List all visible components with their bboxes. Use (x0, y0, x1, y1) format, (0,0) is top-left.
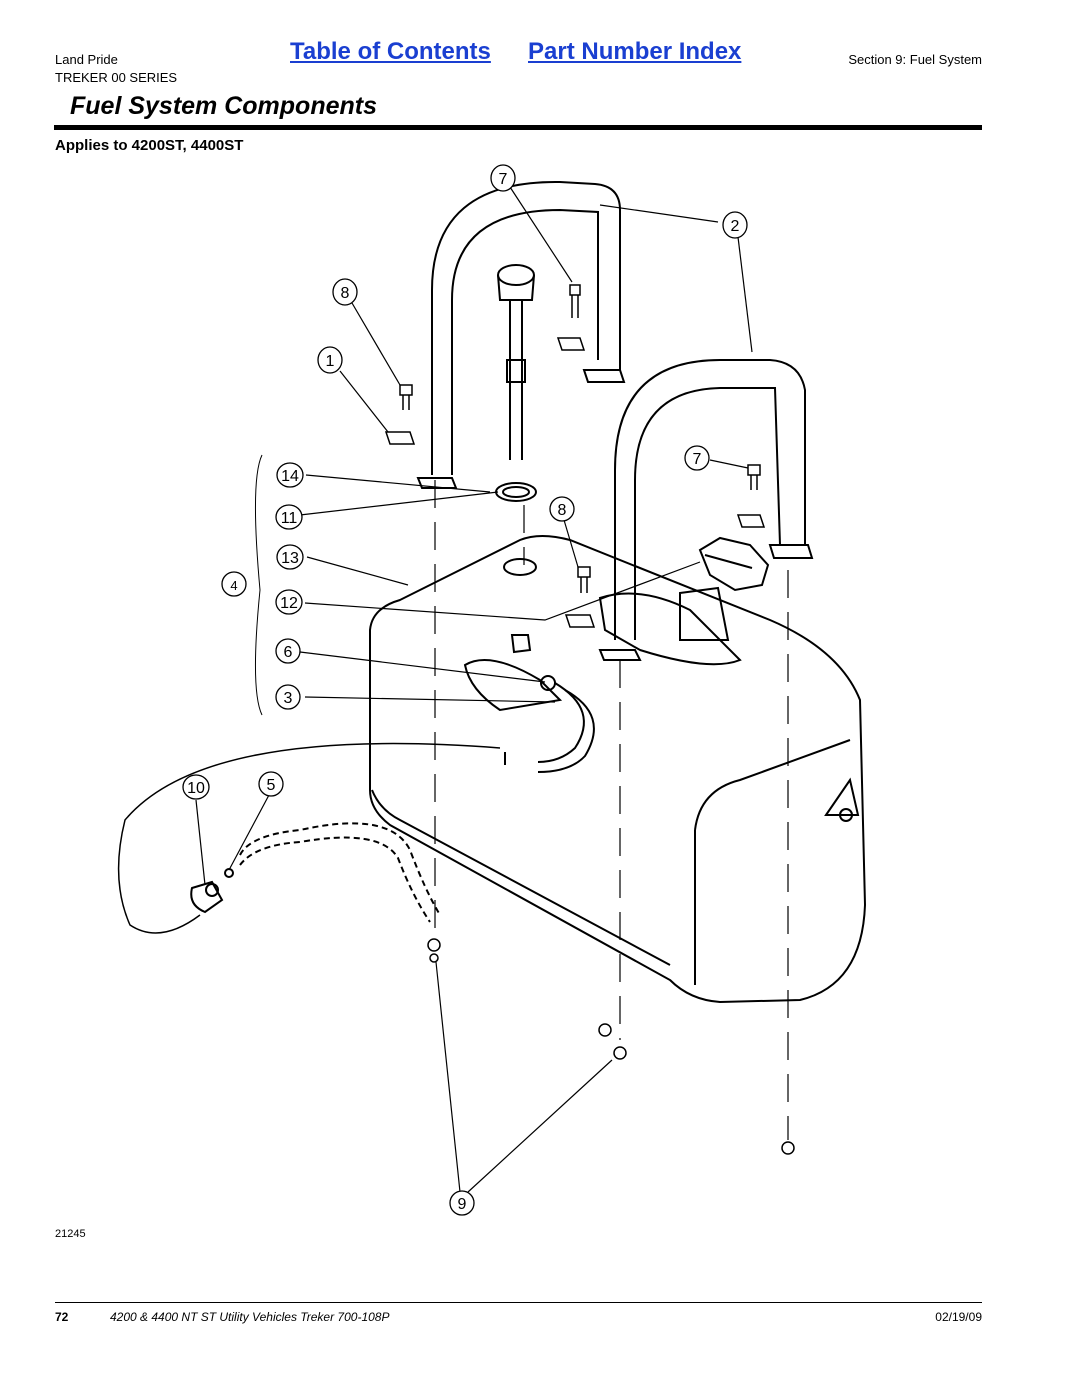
callout-4: 4 (230, 578, 237, 593)
callout-9: 9 (458, 1196, 467, 1213)
section-label: Section 9: Fuel System (848, 52, 982, 67)
callout-13: 13 (281, 550, 299, 567)
fuel-tank (369, 535, 867, 1004)
callout-7-front: 7 (693, 451, 702, 468)
assembly-centerlines (434, 480, 789, 1140)
callout-circles (182, 164, 748, 1216)
callout-6: 6 (284, 644, 293, 661)
rear-tank-strap (416, 180, 626, 489)
revision-date: 02/19/09 (935, 1310, 982, 1324)
footer-rule (55, 1302, 982, 1303)
front-tank-strap (598, 359, 814, 661)
fuel-hose (117, 682, 595, 934)
callout-5: 5 (267, 777, 276, 794)
page-title: Fuel System Components (70, 92, 377, 120)
hardware-nuts (427, 938, 795, 1155)
callout-14: 14 (281, 468, 299, 485)
part-number-index-link[interactable]: Part Number Index (528, 38, 742, 65)
applies-to-label: Applies to 4200ST, 4400ST (55, 137, 244, 154)
table-of-contents-link[interactable]: Table of Contents (290, 38, 491, 65)
series-name: TREKER 00 SERIES (55, 70, 178, 85)
manual-title: 4200 & 4400 NT ST Utility Vehicles Treke… (110, 1310, 390, 1324)
callout-1: 1 (326, 353, 335, 370)
page-number: 72 (55, 1310, 69, 1324)
callout-2: 2 (731, 218, 740, 235)
fuel-cap (698, 536, 770, 592)
callout-8-top: 8 (341, 285, 350, 302)
hardware-bolts (384, 284, 766, 628)
callout-8-front: 8 (558, 502, 567, 519)
drawing-number: 21245 (55, 1228, 86, 1240)
brand-name: Land Pride (55, 52, 118, 67)
callout-12: 12 (280, 595, 298, 612)
callout-10: 10 (187, 780, 205, 797)
callout-11: 11 (281, 510, 298, 527)
fuel-sender (495, 264, 537, 502)
callout-3: 3 (284, 690, 293, 707)
callout-7-top: 7 (499, 171, 508, 188)
leader-lines (195, 186, 753, 1193)
fuel-system-diagram: 7 2 8 1 14 11 13 4 12 6 3 10 5 7 8 9 (117, 164, 867, 1216)
title-rule (54, 125, 982, 130)
